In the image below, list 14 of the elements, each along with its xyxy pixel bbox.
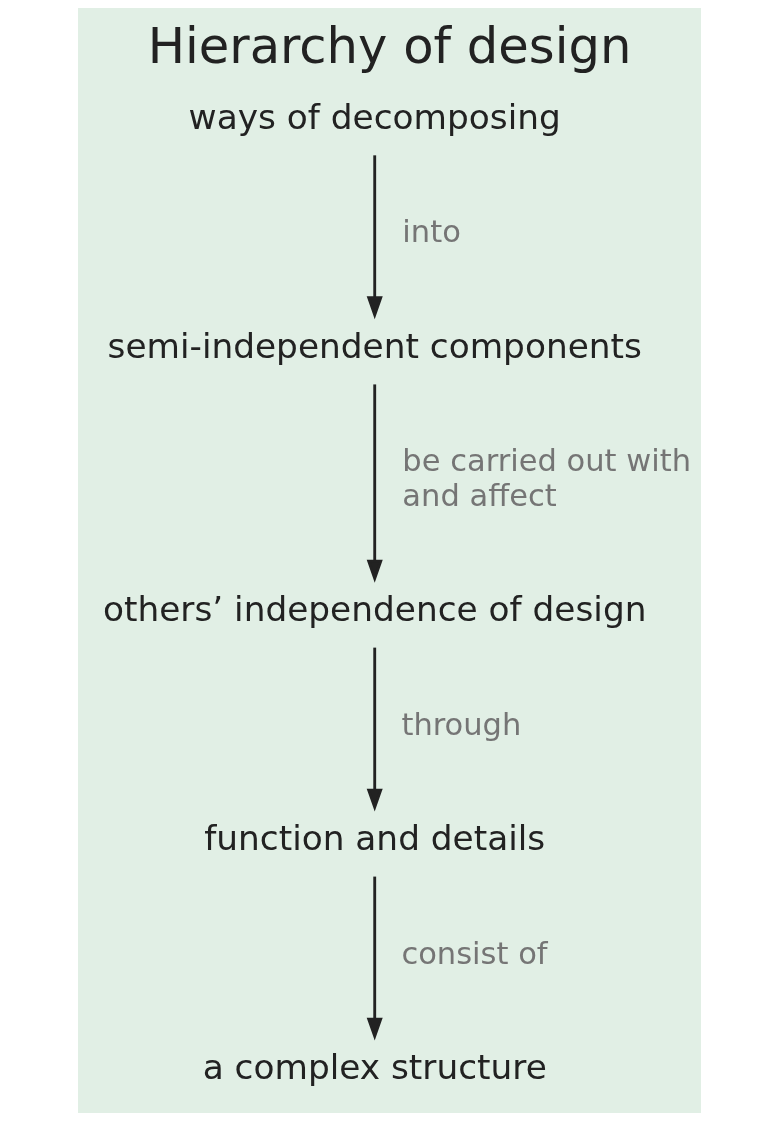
edge-label: through [400,706,521,742]
arrow [366,384,383,583]
arrow [366,647,383,812]
arrow [366,155,383,320]
arrow [366,876,383,1041]
edge-label: into [401,214,461,250]
node-text: semi-independent components [107,326,642,367]
node-text: others’ independence of design [102,589,646,630]
edge-label: consist of [400,935,548,971]
node-text: function and details [203,818,545,859]
diagram-title: Hierarchy of design [147,17,631,76]
node-text: a complex structure [202,1047,547,1088]
edge-label: be carried out with and affect [401,443,691,513]
node-text: ways of decomposing [188,97,561,138]
